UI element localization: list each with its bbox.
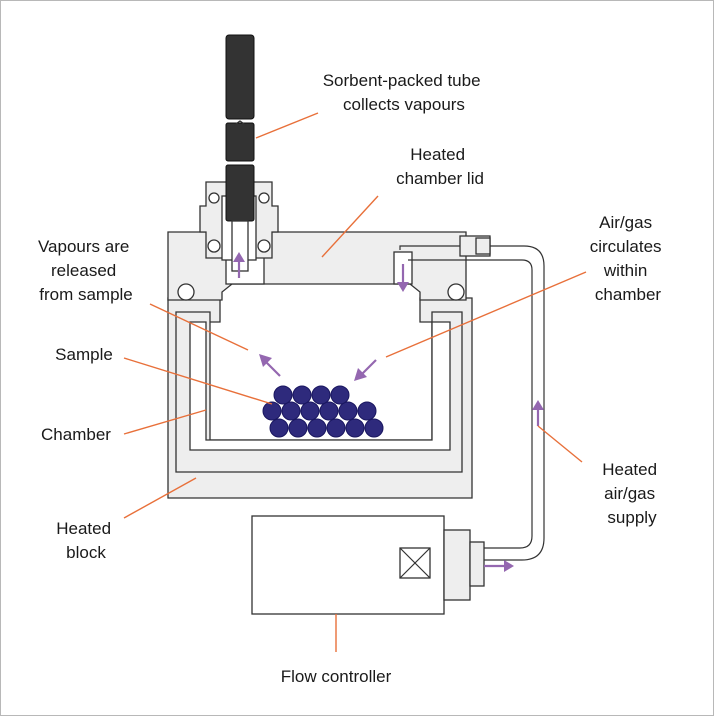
fitting-ring-top-left (208, 192, 220, 204)
label-tube: Sorbent-packed tube collects vapours (323, 71, 486, 114)
valve-x-box-icon (399, 547, 431, 579)
lid-leader (321, 195, 379, 258)
flow-arrow-vapour-right (354, 359, 377, 381)
label-block: Heated block (56, 519, 116, 562)
tube-leader (255, 112, 319, 139)
sample-leader (123, 357, 273, 405)
sorbent-tube-mid (225, 122, 255, 162)
tube-break-mark (229, 120, 251, 129)
supply-pipe-outer (399, 245, 545, 561)
block-leader (123, 477, 197, 519)
o-ring-right (447, 283, 465, 301)
flow-arrow-supply-up (532, 400, 544, 426)
controller-port (443, 529, 471, 601)
airgas-leader (385, 271, 587, 358)
pipe-nut (475, 237, 491, 255)
label-supply: Heated air/gas supply (602, 460, 662, 527)
label-flow-controller: Flow controller (281, 667, 392, 686)
flow-arrow-down-inlet (397, 264, 409, 292)
vapours-leader (149, 303, 249, 351)
label-sample: Sample (55, 345, 113, 364)
fitting-ring-left (207, 239, 221, 253)
label-chamber: Chamber (41, 425, 111, 444)
flow-arrow-up-tube (233, 252, 245, 278)
flow-arrow-vapour-left (259, 354, 281, 377)
sorbent-tube-bottom (225, 164, 255, 222)
label-airgas: Air/gas circulates within chamber (590, 213, 667, 304)
sorbent-tube-top (225, 34, 255, 120)
chamber-interior (189, 321, 451, 451)
label-lid: Heated chamber lid (396, 145, 484, 188)
chamber-leader (123, 409, 207, 435)
fitting-ring-top-right (258, 192, 270, 204)
controller-outlet (469, 541, 485, 587)
o-ring-left (177, 283, 195, 301)
flow-arrow-outlet-right (484, 560, 514, 572)
sample-balls (262, 385, 384, 438)
supply-leader (537, 425, 583, 463)
supply-pipe-inner (408, 259, 533, 549)
fitting-ring-right (257, 239, 271, 253)
label-vapours: Vapours are released from sample (38, 237, 134, 304)
